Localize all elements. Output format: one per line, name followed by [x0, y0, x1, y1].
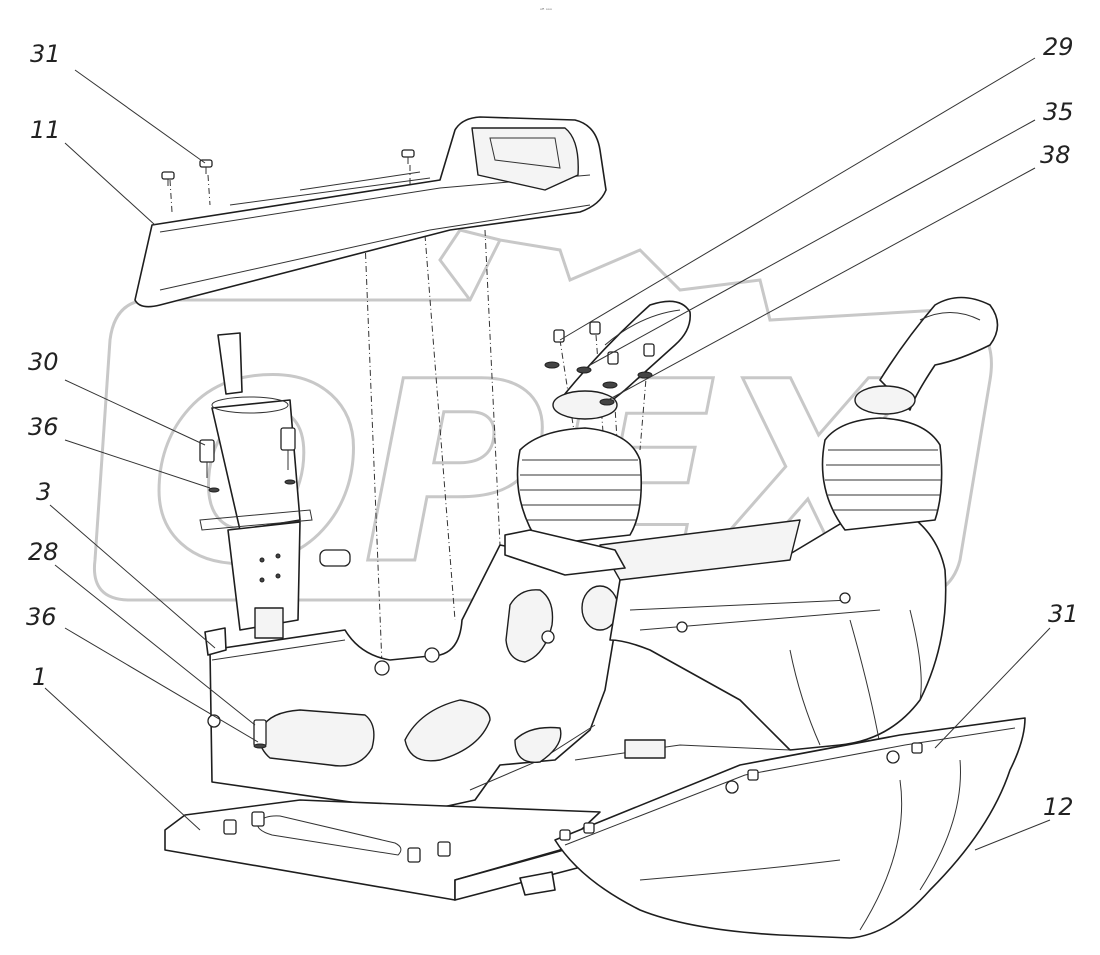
header-text: ᵒᴿ ᵒᵒᵒ	[540, 8, 552, 14]
washer-icon	[284, 479, 296, 485]
bolt-part-28	[253, 719, 267, 749]
callout-11: 11	[30, 116, 61, 144]
callout-35: 35	[1043, 98, 1074, 126]
callout-36: 36	[28, 413, 59, 441]
leader-lines	[44, 57, 1051, 851]
bolt-icon	[199, 439, 215, 478]
callout-36: 36	[26, 603, 57, 631]
callout-3: 3	[36, 478, 51, 506]
housing-part-3	[204, 544, 626, 813]
callout-29: 29	[1043, 33, 1074, 61]
washer-icon	[208, 487, 220, 493]
screw-icon	[589, 321, 601, 335]
callout-31: 31	[30, 40, 61, 68]
bolts-part-30	[199, 427, 296, 493]
screw-icon	[161, 171, 175, 186]
washer-icon	[544, 361, 560, 369]
callout-12: 12	[1043, 793, 1074, 821]
screw-icon	[199, 159, 213, 174]
column-assembly	[199, 332, 351, 639]
joystick-left	[504, 300, 692, 576]
joystick-right	[821, 296, 999, 531]
base-plate-part-1	[164, 799, 601, 901]
washer-icon	[576, 366, 592, 374]
screws-part-31-top	[161, 149, 415, 186]
screw-icon	[553, 329, 565, 343]
callout-28: 28	[28, 538, 59, 566]
callout-labels: 31 11 30 36 3 28 36 1 29 35 38 31 12	[26, 33, 1079, 821]
callout-30: 30	[28, 348, 59, 376]
callout-1: 1	[32, 663, 47, 691]
washer-icon	[602, 381, 618, 389]
callout-31: 31	[1048, 600, 1079, 628]
callout-38: 38	[1040, 141, 1071, 169]
side-cover-part-12	[554, 717, 1026, 939]
washer-icon	[599, 398, 615, 406]
washer-icon	[637, 371, 653, 379]
screw-icon	[401, 149, 415, 164]
screw-icon	[643, 343, 655, 357]
bolt-icon	[280, 427, 296, 470]
top-cover-part-11	[134, 116, 607, 308]
fasteners-part-29-35	[544, 321, 655, 406]
